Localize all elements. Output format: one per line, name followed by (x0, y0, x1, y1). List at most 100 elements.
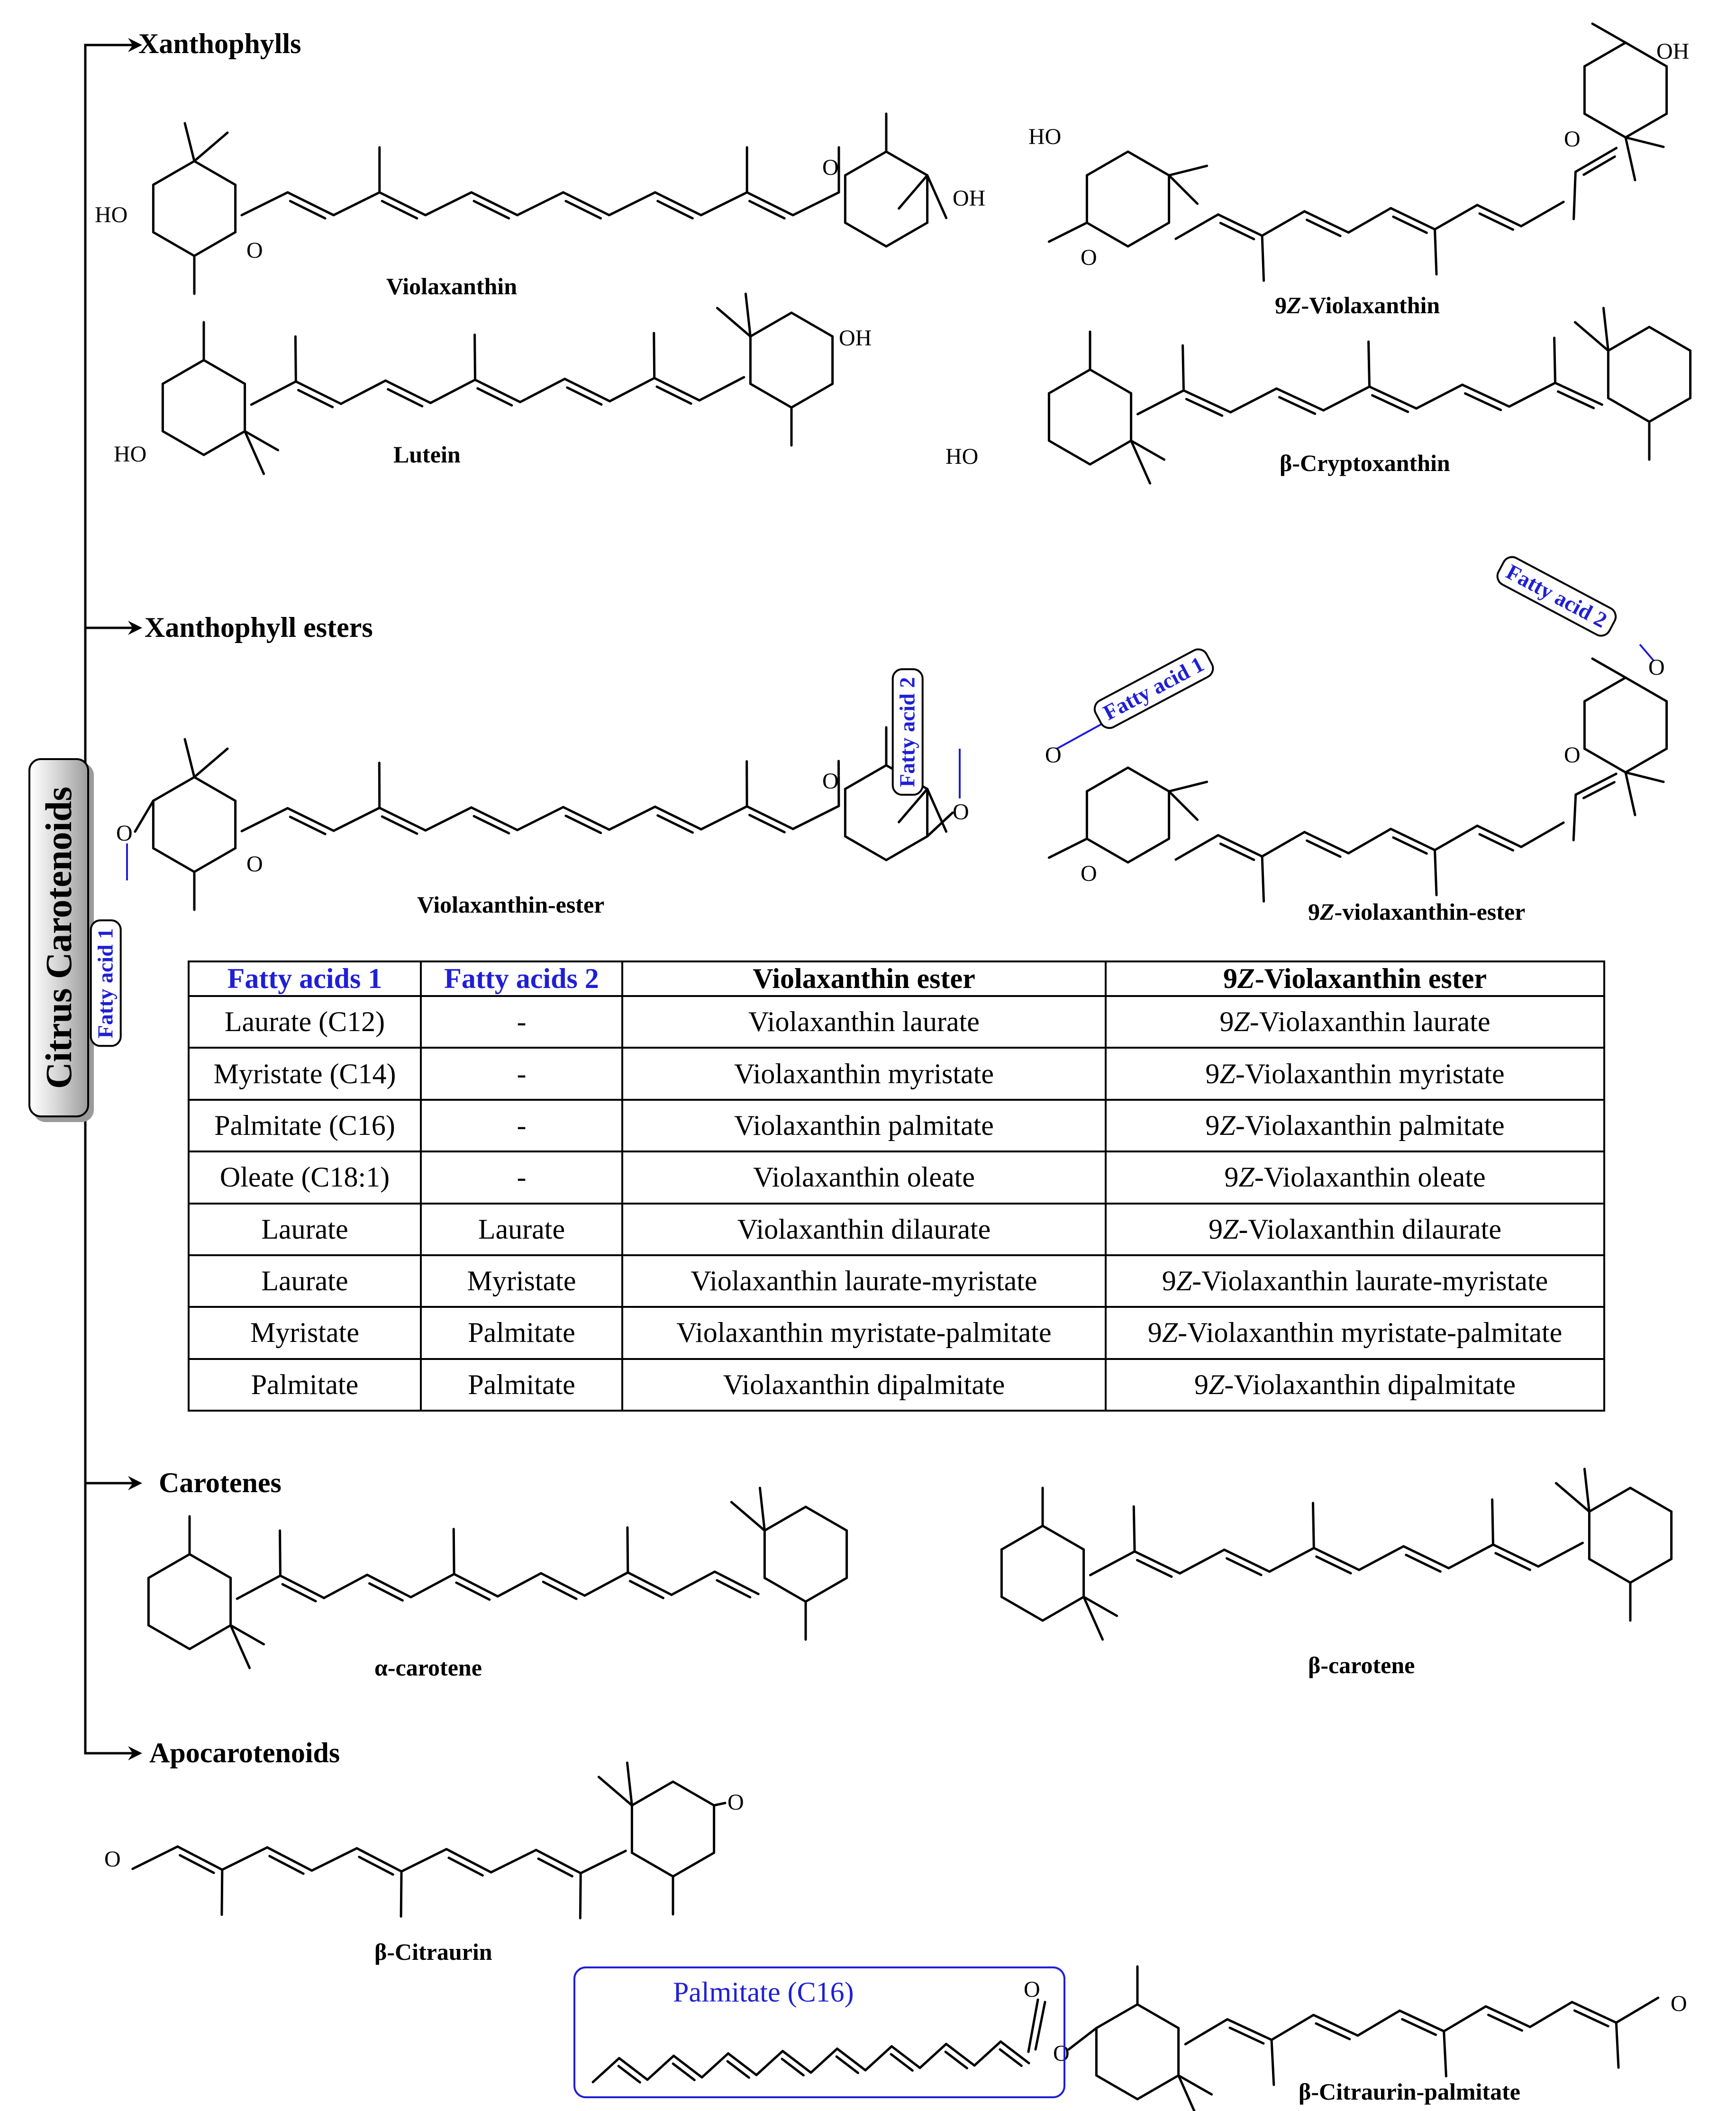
double-bond (1556, 390, 1595, 409)
label-lutein: Lutein (393, 441, 461, 468)
bond (286, 807, 335, 832)
bond (1261, 210, 1306, 237)
bond (745, 805, 794, 830)
methyl (1615, 2021, 1620, 2069)
category-arrowheads (128, 38, 142, 1760)
double-bond (455, 1581, 491, 1601)
methyl (730, 1501, 766, 1532)
double-bond (1306, 218, 1342, 237)
bond (654, 806, 702, 831)
bond (1537, 1541, 1584, 1568)
double-bond (476, 387, 513, 407)
ring-bond (885, 221, 929, 248)
bond (1574, 772, 1618, 796)
methyl (1130, 439, 1166, 461)
bond (453, 1573, 499, 1598)
ring-bond (193, 847, 237, 873)
bond (176, 1845, 224, 1871)
ring-bond (1085, 150, 1129, 177)
bond (323, 1574, 369, 1599)
palmitate-box (573, 1966, 1065, 2098)
ring-bond (1085, 766, 1129, 793)
bond (378, 806, 427, 832)
ester-bond (134, 799, 155, 833)
bond (279, 1574, 326, 1599)
bond (490, 1848, 537, 1874)
methyl (183, 122, 196, 163)
methyl (1311, 1502, 1315, 1549)
bond (564, 378, 611, 403)
bond (999, 2040, 1030, 2065)
bond (670, 1570, 716, 1596)
methyl (193, 131, 229, 163)
table-cell: Violaxanthin dipalmitate (621, 1358, 1107, 1412)
ester-bond (1067, 2027, 1098, 2051)
bond (1402, 1545, 1450, 1569)
ring-bond (713, 1802, 727, 1807)
table-cell: Violaxanthin myristate (621, 1047, 1107, 1101)
ring-bond (1000, 1524, 1044, 1551)
bond (1136, 389, 1185, 416)
methyl (1168, 164, 1209, 177)
methyl (926, 174, 948, 219)
vertical-title-box: Citrus Carotenoids (28, 758, 89, 1117)
double-bond (672, 2062, 696, 2082)
bond (1390, 827, 1436, 852)
methyl (1177, 2074, 1196, 2111)
bond (591, 2057, 620, 2084)
bond (1615, 1996, 1660, 2024)
bond (131, 1845, 179, 1870)
methyl (1583, 1468, 1591, 1513)
bond (627, 1571, 673, 1596)
double-bond (716, 1579, 752, 1599)
atom-o-palmitate-ester: O (1053, 2041, 1070, 2066)
bond (755, 2050, 784, 2076)
double-bond (1405, 1553, 1442, 1573)
methyl (1047, 837, 1088, 859)
bond (945, 2043, 976, 2067)
bond (332, 806, 381, 832)
methyl (183, 738, 196, 779)
bond (654, 191, 702, 217)
bond (1303, 210, 1350, 234)
vertical-title: Citrus Carotenoids (38, 787, 79, 1089)
ring-bond (1583, 747, 1627, 774)
double-bond (748, 199, 786, 220)
methyl (1082, 1595, 1118, 1617)
bond (1520, 821, 1565, 848)
atom-o-epoxide-right: O (822, 155, 839, 180)
atom-ho-9z: HO (1028, 124, 1062, 149)
bond (1434, 204, 1479, 231)
bond (1089, 1550, 1136, 1576)
atom-o-citraurin-aldehyde: O (104, 1847, 121, 1872)
label-beta-citraurin-palmitate: β-Citraurin-palmitate (1299, 2078, 1520, 2105)
bond (583, 1571, 629, 1597)
double-bond (537, 1857, 573, 1878)
double-bond (617, 2065, 641, 2084)
bond (1223, 1549, 1271, 1573)
bond (496, 1572, 542, 1598)
bond (1217, 213, 1263, 237)
ring-bond (1041, 1595, 1085, 1622)
label-violaxanthin: Violaxanthin (386, 273, 518, 299)
bond (366, 1574, 412, 1599)
double-bond (1582, 155, 1616, 176)
category-xanthophyll-esters: Xanthophyll esters (145, 612, 373, 643)
label-9z-violaxanthin: 9Z-Violaxanthin (1275, 292, 1440, 318)
bond (516, 191, 564, 217)
ring-bond (1041, 1524, 1085, 1551)
bond (1174, 834, 1219, 861)
ring-bond (1127, 766, 1171, 793)
ring-bond (1629, 1486, 1673, 1513)
double-bond (381, 199, 418, 220)
ring-bond (1127, 837, 1171, 864)
ring-bond (672, 1851, 716, 1878)
ring-bond (1085, 221, 1129, 248)
ring-bond (1583, 41, 1627, 68)
methyl (898, 174, 929, 210)
methyl (229, 1624, 265, 1646)
double-bond (628, 1580, 664, 1599)
double-bond (781, 2057, 805, 2077)
double-bond (1136, 1558, 1173, 1578)
